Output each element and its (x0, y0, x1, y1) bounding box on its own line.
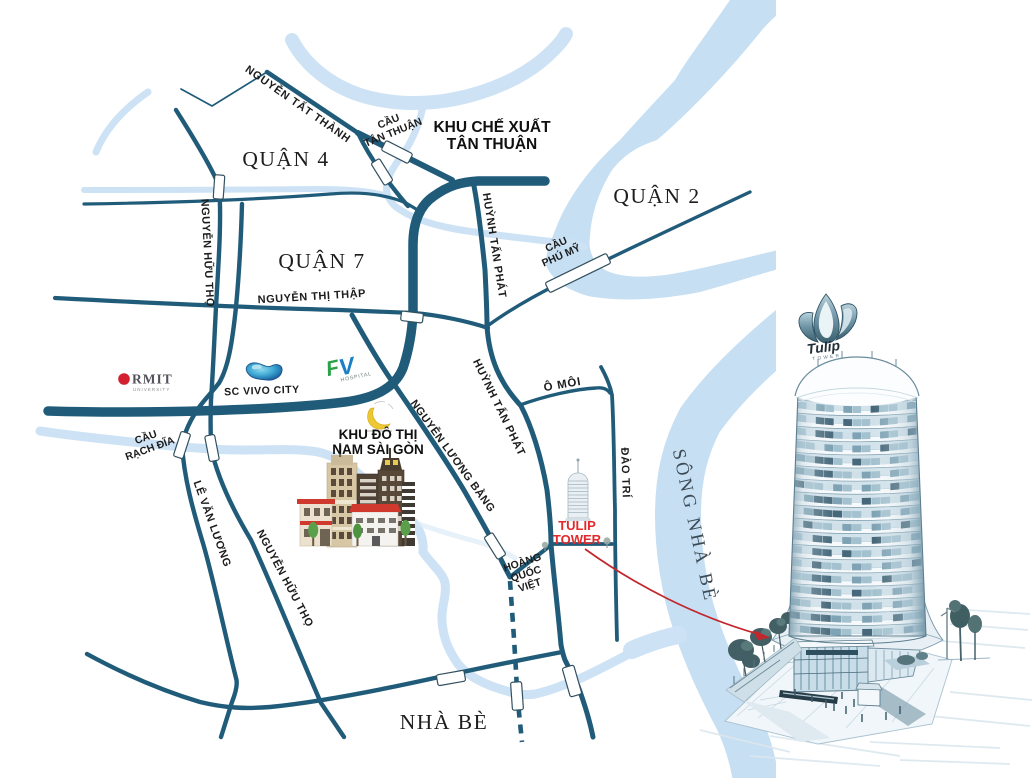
bridge-marker-tan-thuan-2 (371, 158, 393, 186)
tulip-logo-subtext: TOWER (812, 353, 841, 361)
landmark-sc-vivo-city: SC VIVO CITY (224, 362, 300, 399)
tower-trees-right (937, 600, 991, 662)
bridge-marker-luong-bang (484, 532, 506, 560)
tulip-logo-text: Tulip (806, 337, 841, 357)
bridges-layer (173, 140, 611, 711)
road-dao-tri (599, 365, 619, 642)
locator-arrow-head (754, 630, 770, 641)
tulip-tower-illustration: Tulip TOWER (699, 293, 1033, 767)
tower-crown (794, 351, 920, 406)
district-label-quan-4: QUẬN 4 (242, 147, 329, 171)
sc-vivo-blob (245, 362, 283, 381)
tulip-petal-right-hl (839, 308, 853, 335)
river-saigon-bend (545, 0, 800, 300)
bridge-marker-bottom-road (435, 669, 467, 687)
bridge-marker-dashed-road (510, 681, 524, 711)
district-label-quan-7: QUẬN 7 (278, 249, 365, 273)
tulip-logo: Tulip TOWER (798, 293, 858, 361)
tower-body (788, 391, 927, 644)
svg-text:TOWER: TOWER (553, 532, 602, 547)
road-phu-my (484, 190, 752, 329)
road-label-dao-tri: ĐÀO TRÍ (618, 447, 633, 498)
river-creek-mouth (623, 626, 687, 659)
locator-arrow-line (584, 548, 759, 635)
bridge-marker-rach-dia-1 (173, 431, 191, 459)
river-canal-west (81, 185, 390, 199)
bridge-marker-rach-dia-2 (204, 434, 220, 462)
road-canal-side (82, 191, 418, 211)
road-nguyen-thi-thap (52, 295, 491, 331)
road-minor-q4 (180, 71, 268, 107)
road-label-nguyen-huu-tho-upper: NGUYỄN HỮU THỌ (198, 198, 217, 307)
bridge-marker-phu-my (545, 253, 611, 293)
tulip-petal-center-hl (818, 301, 834, 338)
road-nguyen-tat-thanh (264, 69, 361, 136)
city-tan-tower-windows (331, 468, 352, 539)
rmit-logo-dot (118, 373, 130, 385)
area-label-khu-che-xuat-1: KHU CHẾ XUẤT (433, 119, 551, 136)
river-top-arc (285, 27, 573, 110)
road-huynh-tan-phat (470, 178, 596, 740)
mini-tower-stripes (568, 480, 588, 513)
tower-water-texture (699, 609, 1033, 767)
landmark-fv-hospital: F V HOSPITAL (324, 351, 373, 383)
landmark-crescent-mall (367, 401, 394, 432)
area-label-khu-che-xuat-2: TÂN THUẬN (447, 135, 537, 153)
city-trees (308, 520, 411, 546)
road-hoang-quoc-viet (507, 542, 554, 580)
locator-arrow (584, 548, 770, 641)
district-label-quan-2: QUẬN 2 (613, 184, 700, 208)
district-label-nha-be: NHÀ BÈ (400, 710, 488, 734)
area-label-khu-do-thi-1: KHU ĐÔ THỊ (339, 427, 418, 442)
road-o-moi (518, 386, 612, 407)
bridge-marker-nha-be-road (561, 664, 583, 698)
landmark-rmit: RMIT UNIVERSITY (118, 372, 173, 392)
sc-vivo-label: SC VIVO CITY (224, 384, 300, 399)
crescent-logo-accents (373, 401, 394, 410)
area-label-khu-do-thi-2: NAM SÀI GÒN (332, 442, 424, 457)
bridge-marker-thi-thap (400, 310, 424, 324)
road-le-van-luong (179, 201, 245, 740)
road-label-nguyen-thi-thap: NGUYỄN THỊ THẬP (257, 287, 366, 307)
tulip-tower-label: TULIP TOWER (553, 518, 602, 547)
tower-people (794, 689, 901, 722)
mini-tower-icon (541, 458, 611, 551)
crescent-logo (367, 407, 391, 430)
mini-tree-sketches (541, 537, 611, 551)
svg-text:TULIP: TULIP (558, 518, 596, 533)
city-cream-building-windows (304, 508, 330, 546)
city-illustration (297, 443, 415, 548)
rmit-logo-subtext: UNIVERSITY (133, 387, 170, 392)
road-label-nguyen-tat-thanh: NGUYỄN TẤT THÀNH (243, 63, 354, 146)
bridge-marker-tan-thuan-1 (381, 140, 413, 164)
road-main-thick (43, 176, 550, 417)
bridge-marker-canal (212, 174, 226, 200)
river-corner-arc (92, 88, 152, 156)
road-bottom (84, 649, 565, 711)
river-creek (35, 426, 681, 700)
rmit-logo-text: RMIT (132, 372, 173, 387)
tulip-petal-left (798, 312, 819, 343)
